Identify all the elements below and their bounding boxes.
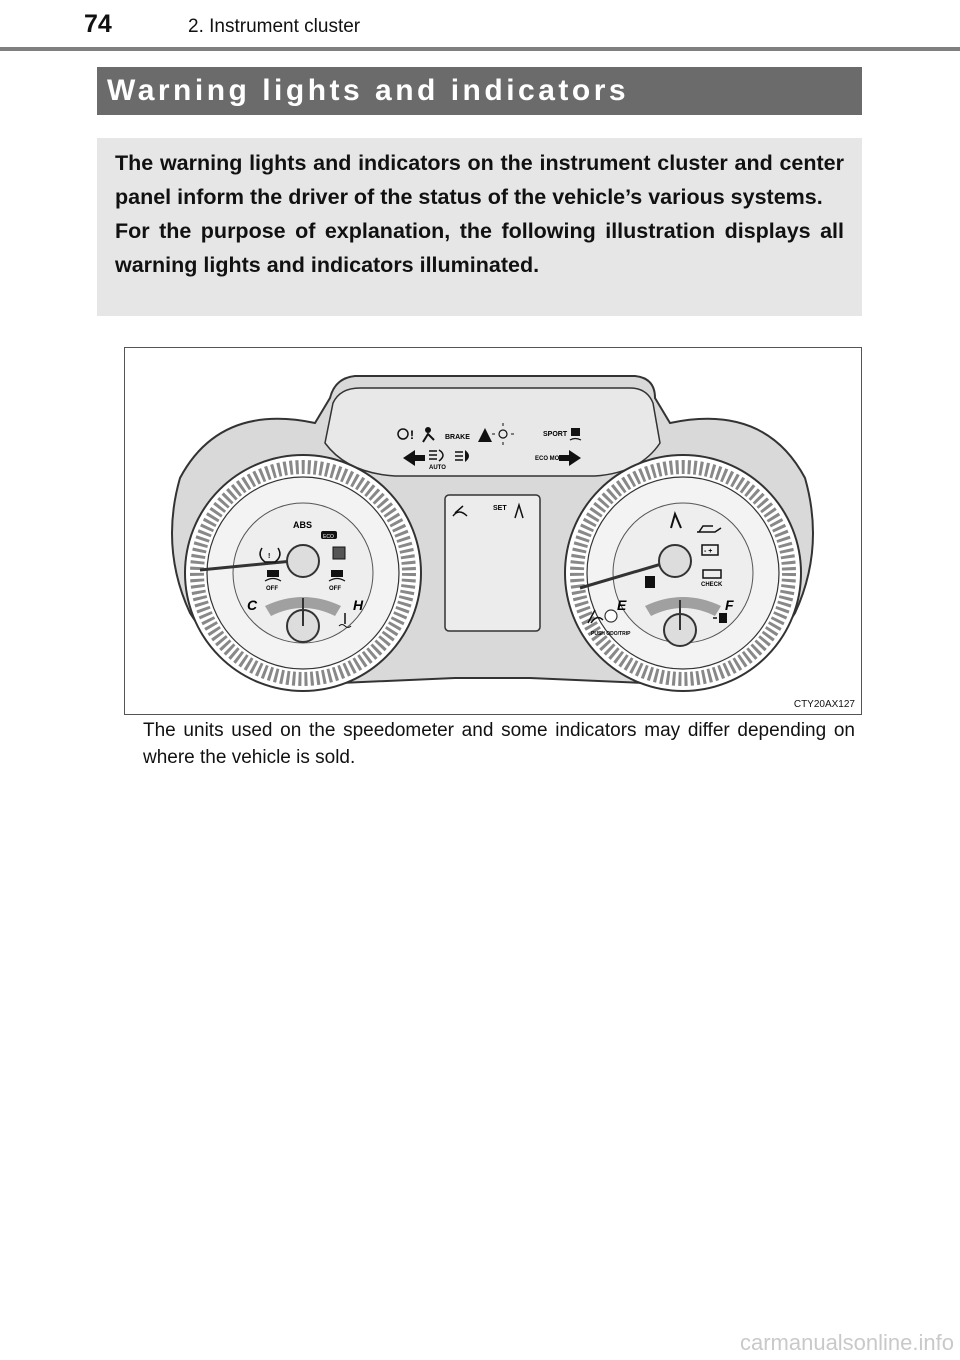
eco-indicator-icon [321,531,337,539]
headlight-on-icon [492,423,514,445]
temp-cold-label: C [247,597,258,613]
eco-indicator-label: ECO [323,534,334,540]
master-warning-icon: ! [397,428,414,442]
battery-icon: - + [701,544,719,556]
section-heading-bar: Warning lights and indicators [97,67,862,115]
engine-temp-icon [338,613,352,628]
traction-off-icon [328,570,346,582]
vsc-off-icon [264,570,282,582]
instrument-cluster-illustration: ! BRAKE SPORT AUTO ECO MODE [171,375,814,692]
svg-text:!: ! [410,428,414,442]
intro-box: The warning lights and indicators on the… [97,138,862,316]
check-label: CHECK [701,582,723,588]
brake-warning-label: BRAKE [445,434,470,441]
left-turn-signal-icon [403,450,425,466]
key-warning-icon [587,609,604,624]
seatbelt-warning-icon [670,511,682,529]
cruise-set-label: SET [493,505,507,512]
tire-pressure-icon: ! [259,547,281,563]
oil-pressure-icon [697,525,722,533]
center-indicator-panel [324,387,661,477]
chapter-title: 2. Instrument cluster [188,16,361,37]
tachometer-gauge [564,454,802,692]
door-open-icon [332,546,346,560]
instrument-cluster-figure: ! BRAKE SPORT AUTO ECO MODE [124,347,862,715]
off-left-label: OFF [266,586,278,592]
speedometer-gauge [184,454,422,692]
high-beam-icon [455,450,469,462]
auto-high-beam-icon: AUTO [429,449,446,471]
off-right-label: OFF [329,586,341,592]
intro-paragraph-1: The warning lights and indicators on the… [115,151,844,209]
svg-text:- +: - + [704,548,712,555]
auto-label: AUTO [429,465,446,471]
footnote: The units used on the speedometer and so… [143,720,855,768]
fuel-gauge-icon [645,576,655,588]
general-warning-icon [478,428,492,442]
watermark: carmanualsonline.info [739,1330,954,1355]
page-number: 74 [84,10,112,38]
svg-text:!: ! [268,553,270,560]
fuel-pump-icon [713,613,727,623]
section-title: Warning lights and indicators [107,74,630,107]
temp-hot-label: H [353,597,364,613]
abs-label: ABS [293,520,312,530]
fuel-full-label: F [725,597,734,613]
figure-code: CTY20AX127 [793,699,855,710]
sport-mode-label: SPORT [543,431,568,438]
seatbelt-icon [514,502,524,519]
multi-information-display [444,494,541,632]
intro-paragraph-2: For the purpose of explanation, the foll… [115,219,844,277]
fuel-empty-label: E [617,597,627,613]
cruise-control-icon [452,505,468,517]
right-turn-signal-icon [559,450,581,466]
slip-indicator-icon [569,428,582,441]
eco-mode-label: ECO MODE [535,456,568,462]
header-rule [0,47,960,51]
check-engine-icon [702,569,722,579]
airbag-icon [422,427,435,443]
push-odo-trip-label: PUSH ODO/TRIP [591,631,631,637]
